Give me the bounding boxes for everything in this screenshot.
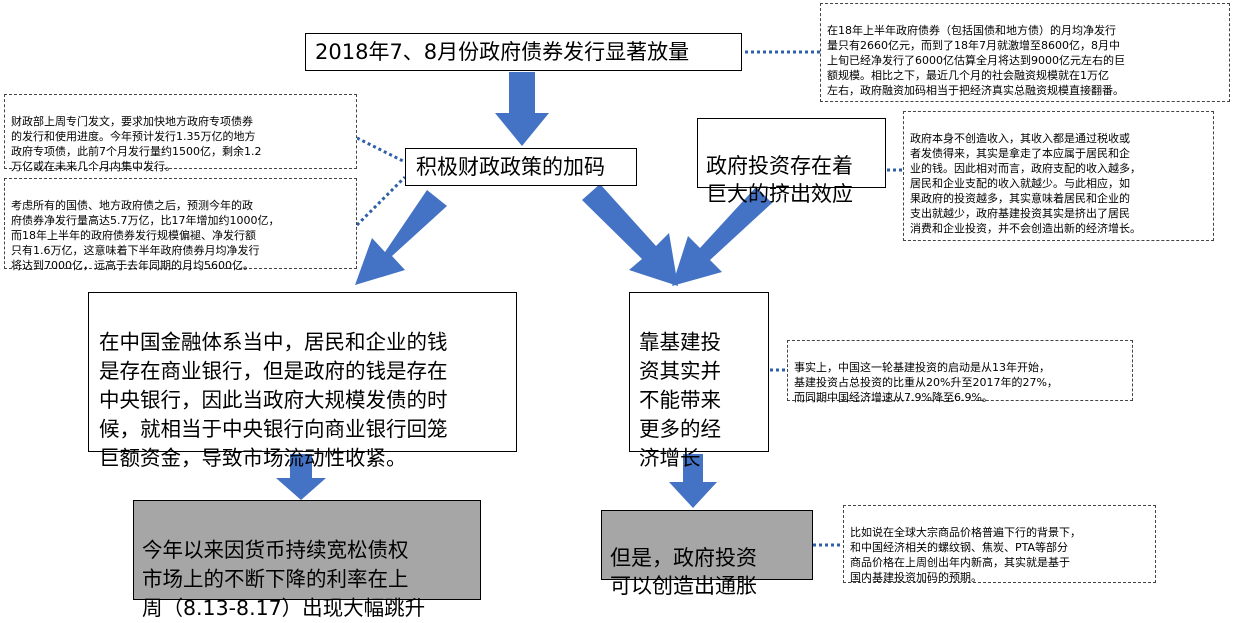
note-infra-fact-text: 事实上，中国这一轮基建投资的启动是从13年开始， 基建投资占总投资的比重从20%… — [794, 361, 1058, 404]
arrow-crowd-to-infra — [672, 187, 772, 286]
note-commodity: 比如说在全球大宗商品价格普遍下行的背景下， 和中国经济相关的螺纹钢、焦炭、PTA… — [843, 505, 1156, 584]
connector-fiscal-note1 — [356, 136, 406, 164]
note-gov-income-text: 政府本身不创造收入，其收入都是通过税收或 者发债得来，其实是拿走了本应属于居民和… — [910, 132, 1141, 235]
note-infra-fact: 事实上，中国这一轮基建投资的启动是从13年开始， 基建投资占总投资的比重从20%… — [787, 340, 1133, 404]
node-infra-growth: 靠基建投 资其实并 不能带来 更多的经 济增长 — [629, 292, 769, 470]
node-crowding-out: 政府投资存在着 巨大的挤出效应 — [697, 118, 886, 206]
node-fiscal-policy-text: 积极财政政策的加码 — [416, 155, 605, 179]
node-fiscal-policy: 积极财政政策的加码 — [405, 148, 637, 186]
note-finance-ministry-text: 财政部上周专门发文，要求加快地方政府专项债券 的发行和使用进度。今年预计发行1.… — [11, 115, 262, 173]
node-bank-liquidity: 在中国金融体系当中，居民和企业的钱 是存在商业银行，但是政府的钱是存在 中央银行… — [88, 292, 517, 470]
node-bond-surge: 2018年7、8月份政府债券发行显著放量 — [305, 33, 742, 71]
note-commodity-text: 比如说在全球大宗商品价格普遍下行的背景下， 和中国经济相关的螺纹钢、焦炭、PTA… — [850, 526, 1081, 584]
node-bank-liquidity-text: 在中国金融体系当中，居民和企业的钱 是存在商业银行，但是政府的钱是存在 中央银行… — [99, 330, 448, 470]
note-net-issuance: 考虑所有的国债、地方政府债之后，预测今年的政 府债券净发行量高达5.7万亿，比1… — [4, 178, 357, 272]
arrow-fiscal-to-bank — [355, 190, 447, 285]
node-inflation-text: 但是，政府投资 可以创造出通胀 — [610, 546, 757, 598]
arrow-top-to-fiscal — [495, 72, 549, 146]
note-net-issuance-text: 考虑所有的国债、地方政府债之后，预测今年的政 府债券净发行量高达5.7万亿，比1… — [11, 199, 280, 272]
node-rate-jump-text: 今年以来因货币持续宽松债权 市场上的不断下降的利率在上 周（8.13-8.17）… — [142, 538, 426, 620]
connector-layer — [276, 50, 903, 547]
note-bond-volume-text: 在18年上半年政府债券（包括国债和地方债）的月均净发行 量只有2660亿元，而到… — [827, 24, 1125, 97]
node-crowding-out-text: 政府投资存在着 巨大的挤出效应 — [706, 154, 853, 206]
note-bond-volume: 在18年上半年政府债券（包括国债和地方债）的月均净发行 量只有2660亿元，而到… — [820, 3, 1230, 102]
note-finance-ministry: 财政部上周专门发文，要求加快地方政府专项债券 的发行和使用进度。今年预计发行1.… — [4, 94, 357, 173]
arrow-infra-to-inflation — [669, 454, 717, 508]
node-rate-jump: 今年以来因货币持续宽松债权 市场上的不断下降的利率在上 周（8.13-8.17）… — [133, 500, 481, 620]
node-bond-surge-text: 2018年7、8月份政府债券发行显著放量 — [315, 40, 690, 64]
note-gov-income: 政府本身不创造收入，其收入都是通过税收或 者发债得来，其实是拿走了本应属于居民和… — [903, 111, 1214, 241]
node-infra-growth-text: 靠基建投 资其实并 不能带来 更多的经 济增长 — [639, 330, 721, 470]
node-inflation: 但是，政府投资 可以创造出通胀 — [601, 510, 813, 598]
arrow-bank-to-rate — [276, 454, 326, 500]
connector-fiscal-note2 — [355, 175, 407, 227]
arrow-fiscal-to-infra — [582, 184, 678, 286]
